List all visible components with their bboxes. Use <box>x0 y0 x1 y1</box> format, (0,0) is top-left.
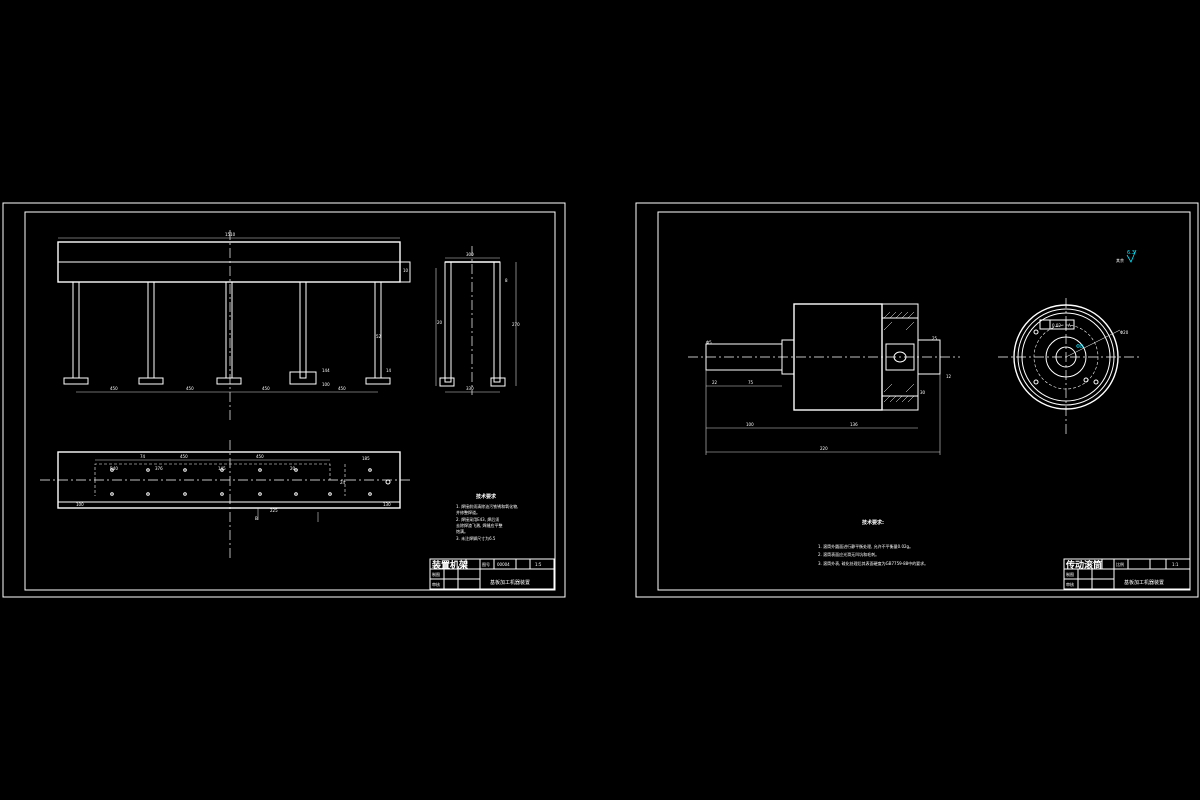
right-sheet-border <box>635 202 1199 598</box>
dim-len-136: 136 <box>850 422 858 427</box>
dim-end-h: 10 <box>403 268 409 273</box>
dim-sect-left: 20 <box>437 320 443 325</box>
right-title-org: 基板加工机器装置 <box>1124 579 1164 586</box>
left-drawing-sheet: 1510 10 450 450 450 450 144 100 14 <box>2 202 566 598</box>
dim-span-2: 450 <box>186 386 194 391</box>
left-title-ratio: 1:5 <box>535 562 542 567</box>
tolerance-value: 0.02 <box>1052 323 1061 328</box>
dim-plan-185: 185 <box>362 456 370 461</box>
left-title-name: 装置机架 <box>431 559 468 571</box>
dim-plan-74: 74 <box>140 454 146 459</box>
dim-top-length: 1510 <box>225 232 236 237</box>
right-title-check: 审核 <box>1066 581 1074 587</box>
left-tech-line-6: 3. 未注焊脚尺寸为6.5 <box>456 535 496 541</box>
dim-sect-w: 300 <box>466 252 474 257</box>
dim-foot-w: 144 <box>322 368 330 373</box>
left-title-code: 00004 <box>497 562 510 567</box>
frame-plan-view: 74 450 450 R40 376 145 20 225 100 130 18… <box>40 440 412 560</box>
right-tech-requirements: 技术要求: 1. 滚筒外圆面进行静平衡处理, 允许不平衡量0.02g。 2. 滚… <box>818 519 928 566</box>
dim-plan-376: 376 <box>155 466 163 471</box>
right-drawing-sheet: 其余 6.3 <box>635 202 1199 598</box>
dim-sect-base: 330 <box>466 386 474 391</box>
dim-plan-right: 130 <box>383 502 391 507</box>
roughness-label: 其余 <box>1116 257 1124 263</box>
right-tech-title: 技术要求: <box>862 519 884 526</box>
left-tech-line-2: 并修整焊道。 <box>456 509 480 515</box>
left-title-block: 装置机架 图号 00004 1:5 制图 审核 基板加工机器装置 <box>429 558 555 590</box>
dim-plan-450b: 450 <box>256 454 264 459</box>
dim-plan-b: B <box>255 516 258 521</box>
dim-plan-left: 100 <box>76 502 84 507</box>
tolerance-datum: A <box>1068 323 1071 328</box>
dim-d-25: 25 <box>932 336 938 341</box>
dim-plan-145: 145 <box>218 466 226 471</box>
right-sheet-inner-frame <box>657 211 1191 591</box>
left-title-sheet-label: 图号 <box>482 561 490 567</box>
left-tech-title: 技术要求 <box>476 493 497 500</box>
dim-plan-r: R40 <box>110 466 118 471</box>
right-tech-line-3: 3. 滚筒外表, 硫化处理后其表面硬度为GB7759-88中的要求。 <box>818 560 928 566</box>
left-title-check: 审核 <box>432 581 440 587</box>
dim-plan-450a: 450 <box>180 454 188 459</box>
dim-len-100: 100 <box>746 422 754 427</box>
dim-d-30: 30 <box>920 390 926 395</box>
dim-foot-d: 100 <box>322 382 330 387</box>
dim-span-4: 450 <box>338 386 346 391</box>
right-title-block: 传动滚筒 比例 1:1 制图 审核 基板加工机器装置 <box>1063 558 1191 590</box>
dim-d-22: 22 <box>712 380 718 385</box>
frame-front-view: 1510 10 450 450 450 450 144 100 14 <box>57 230 411 420</box>
left-tech-line-3: 2. 焊接采用E43, 焊后须 <box>456 516 499 522</box>
left-title-org: 基板加工机器装置 <box>490 579 530 586</box>
right-tech-line-2: 2. 滚筒表面应光滑无凹坑和毛刺。 <box>818 551 879 557</box>
right-tech-line-1: 1. 滚筒外圆面进行静平衡处理, 允许不平衡量0.02g。 <box>818 543 913 549</box>
dim-end-phi: Φ20 <box>1120 330 1129 335</box>
roughness-symbol: 其余 6.3 <box>1116 249 1137 263</box>
plan-bolt-holes <box>110 468 391 496</box>
dim-sect-side: 8 <box>505 278 508 283</box>
dim-plan-20: 20 <box>290 466 296 471</box>
roller-hatching <box>883 311 915 403</box>
frame-legs <box>63 281 391 385</box>
left-title-draw: 制图 <box>432 571 440 577</box>
dim-sect-h: 270 <box>512 322 520 327</box>
roughness-value: 6.3 <box>1127 250 1135 256</box>
dim-leg-h: 52 <box>376 334 382 339</box>
dim-span-1: 450 <box>110 386 118 391</box>
left-tech-line-5: 饱满。 <box>456 528 468 534</box>
left-tech-line-4: 去除焊渣飞溅, 焊缝应平整 <box>456 522 503 528</box>
dim-plan-225: 225 <box>270 508 278 513</box>
dim-len-total: 220 <box>820 446 828 451</box>
right-title-ratio: 1:1 <box>1172 562 1179 567</box>
dim-d-12: 12 <box>946 374 952 379</box>
end-center-mark: Φ8 <box>1076 344 1083 350</box>
dim-d-75: 75 <box>748 380 754 385</box>
right-title-sheet-label: 比例 <box>1116 561 1124 567</box>
left-sheet-inner-frame <box>24 211 556 591</box>
roller-end-view: Φ20 0.02 A Φ8 <box>998 298 1140 434</box>
left-tech-requirements: 技术要求 1. 焊接前须清除油污铁锈和氧化物, 并修整焊道。 2. 焊接采用E4… <box>456 493 518 541</box>
dim-plan-24: 24 <box>340 480 346 485</box>
dim-phi-left: Φ5 <box>706 340 712 345</box>
left-sheet-border <box>2 202 566 598</box>
frame-side-section: 300 8 270 20 330 <box>435 246 520 395</box>
left-tech-line-1: 1. 焊接前须清除油污铁锈和氧化物, <box>456 503 518 509</box>
dim-span-3: 450 <box>262 386 270 391</box>
dim-foot-r: 14 <box>386 368 392 373</box>
right-title-draw: 制图 <box>1066 571 1074 577</box>
roller-side-view: 100 136 220 22 75 Φ5 25 30 12 <box>688 303 960 455</box>
right-title-name: 传动滚筒 <box>1065 559 1102 571</box>
